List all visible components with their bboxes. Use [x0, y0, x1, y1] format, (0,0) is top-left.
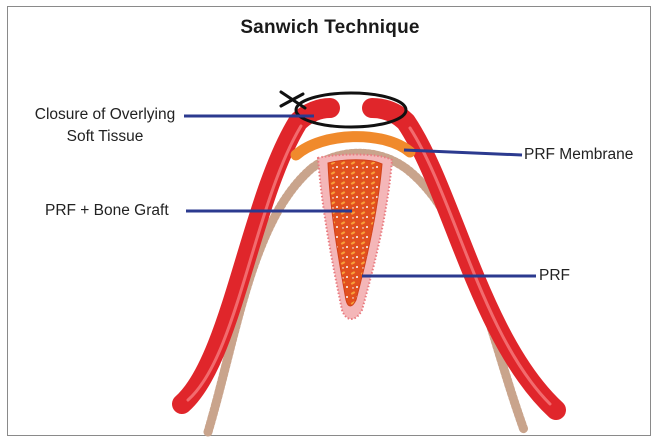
- label-prf-membrane: PRF Membrane: [524, 144, 633, 166]
- label-closure: Closure of Overlying Soft Tissue: [24, 104, 186, 148]
- suture-knot-icon: [281, 92, 305, 108]
- label-closure-line2: Soft Tissue: [24, 126, 186, 148]
- label-closure-line1: Closure of Overlying: [24, 104, 186, 126]
- label-prf-bone-graft: PRF + Bone Graft: [45, 200, 169, 222]
- label-prf: PRF: [539, 265, 570, 287]
